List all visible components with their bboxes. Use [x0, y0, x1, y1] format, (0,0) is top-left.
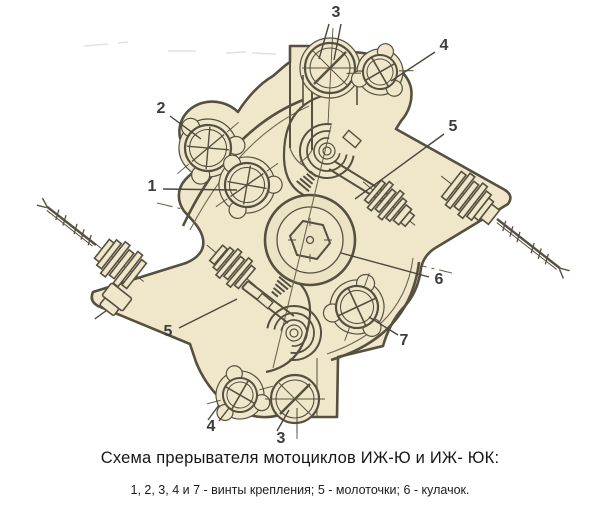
hammer-arm-lower [241, 280, 295, 324]
leader-lines [162, 23, 445, 433]
callout-label-screw-3-bottom: 3 [276, 430, 286, 447]
callout-label-screw-1: 1 [147, 178, 157, 195]
wire-left [36, 197, 97, 247]
screw-4-top [346, 43, 414, 97]
screw-7 [322, 273, 385, 341]
callout-label-hammer-lower: 5 [163, 323, 173, 340]
caption-legend: 1, 2, 3, 4 и 7 - винты крепления; 5 - мо… [130, 483, 470, 497]
contact-stack-upper [362, 178, 416, 228]
callout-label-screw-3-top: 3 [331, 4, 341, 21]
hammer-spring-lower [266, 275, 322, 361]
screw-3-top [299, 27, 361, 125]
wire-right [496, 218, 570, 279]
callout-label-screw-7: 7 [399, 332, 409, 349]
callout-label-screw-4-bottom: 4 [206, 418, 216, 435]
callout-label-screw-4-top: 4 [439, 37, 449, 54]
terminal-left [88, 237, 148, 320]
screw-1 [215, 154, 283, 220]
callout-label-hammer-upper: 5 [448, 118, 458, 135]
terminal-right [440, 170, 501, 226]
contact-stack-lower [206, 244, 257, 290]
screw-3-bottom [265, 373, 325, 439]
callout-label-screw-2: 2 [156, 100, 166, 117]
screw-4-bottom [207, 365, 273, 422]
caption-title: Схема прерывателя мотоциклов ИЖ-Ю и ИЖ- … [100, 449, 500, 467]
callout-label-cam: 6 [434, 271, 444, 288]
cam-hub [263, 125, 357, 369]
scan-smudges [83, 41, 277, 55]
